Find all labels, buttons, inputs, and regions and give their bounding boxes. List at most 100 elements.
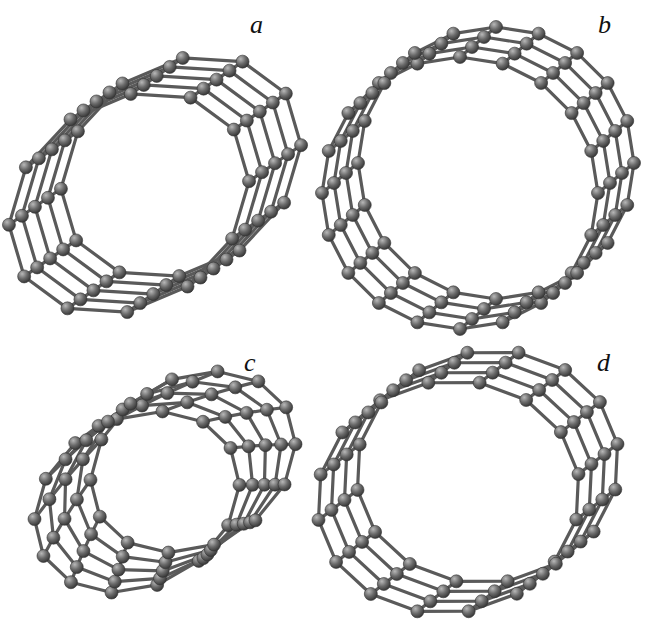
atom [266, 96, 279, 109]
atom [547, 66, 560, 79]
bond [332, 464, 334, 509]
atom [447, 27, 460, 40]
atom [574, 535, 587, 548]
atom [354, 256, 367, 269]
bond [506, 363, 553, 380]
atom [76, 453, 89, 466]
atom [41, 191, 54, 204]
bond [214, 221, 259, 269]
atom [77, 104, 90, 117]
bond [24, 276, 67, 308]
atom [601, 77, 614, 90]
atom [186, 375, 199, 388]
atom [173, 270, 186, 283]
atom [124, 397, 137, 410]
atom [141, 387, 154, 400]
panel-letter: c [244, 350, 256, 376]
atom [136, 399, 149, 412]
atom [334, 219, 347, 232]
atom [408, 46, 421, 59]
atom [532, 27, 545, 40]
atom [316, 187, 329, 200]
atom [559, 364, 572, 377]
atom [223, 64, 236, 77]
atom [435, 296, 448, 309]
atom [334, 134, 347, 147]
bond [371, 594, 418, 611]
atom [577, 97, 590, 110]
atom [512, 346, 525, 359]
atom [387, 384, 400, 397]
atom [583, 503, 596, 516]
atom [390, 567, 403, 580]
atom [54, 182, 67, 195]
atom [28, 513, 41, 526]
atom [340, 167, 353, 180]
atom [116, 550, 129, 563]
atom [499, 356, 512, 369]
atom [210, 73, 223, 86]
atom [423, 306, 436, 319]
atom [411, 316, 424, 329]
atom [351, 483, 364, 496]
atom [275, 438, 288, 451]
bond [319, 474, 321, 519]
bond [67, 308, 127, 312]
atom [364, 587, 377, 600]
atom [39, 472, 52, 485]
atom [422, 376, 435, 389]
atom [596, 493, 609, 506]
bond [480, 383, 527, 400]
atom [454, 51, 467, 64]
atom [580, 406, 593, 419]
atom [208, 538, 221, 551]
bond [332, 510, 350, 552]
atom [478, 31, 491, 44]
atom [252, 214, 265, 227]
atom [338, 493, 351, 506]
nanotube-model [28, 365, 302, 599]
atom [176, 51, 189, 64]
bond [48, 198, 63, 250]
bond [600, 402, 618, 444]
bond [456, 580, 507, 583]
atom [411, 605, 424, 618]
atom [226, 232, 239, 245]
bond [589, 464, 591, 509]
atom [160, 279, 173, 292]
atom [197, 82, 210, 95]
atom [229, 381, 242, 394]
atom [435, 37, 448, 50]
bond [587, 412, 605, 454]
atom [163, 60, 176, 73]
atom [249, 514, 262, 527]
atom [561, 545, 574, 558]
atom [252, 375, 265, 388]
atom [611, 438, 624, 451]
atom [396, 277, 409, 290]
atom [384, 287, 397, 300]
atom [19, 161, 32, 174]
atom [116, 77, 129, 90]
bond [119, 272, 179, 276]
atom [80, 434, 93, 447]
atom [243, 175, 256, 188]
bond [234, 130, 249, 182]
atom [32, 152, 45, 165]
atom [508, 306, 521, 319]
atom [437, 585, 450, 598]
bond [384, 584, 431, 601]
panel-letter: a [250, 12, 263, 38]
bond [319, 520, 337, 562]
atom [93, 510, 106, 523]
atom [227, 123, 240, 136]
bond [417, 610, 468, 613]
atom [162, 546, 175, 559]
atom [369, 525, 382, 538]
atom [279, 87, 292, 100]
atom [501, 575, 514, 588]
bond [576, 474, 578, 519]
atom [280, 401, 293, 414]
atom [278, 478, 291, 491]
atom [112, 563, 125, 576]
